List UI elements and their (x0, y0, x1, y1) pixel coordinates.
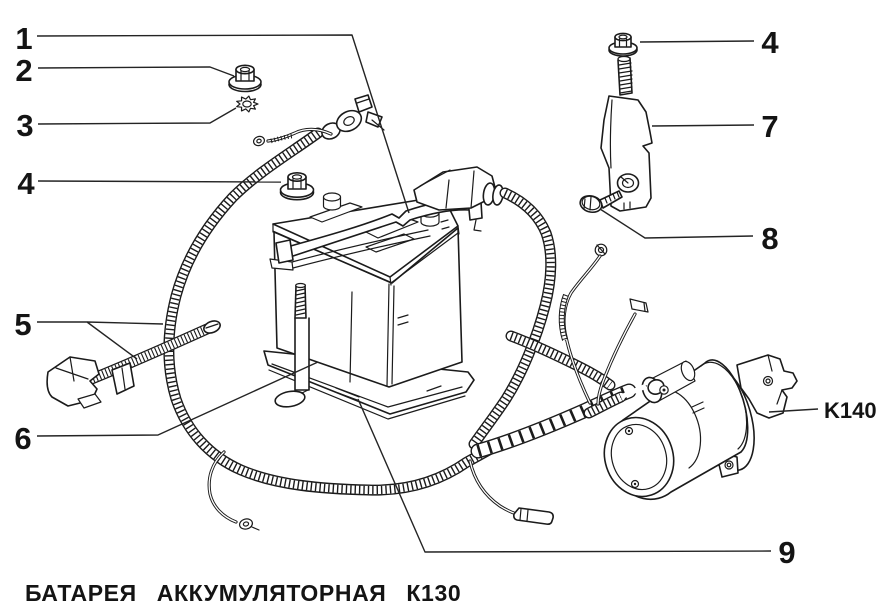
control-wires-drawing (562, 243, 649, 406)
battery-post-left (322, 192, 342, 211)
callout-leader-lines (36, 34, 819, 553)
clamp-pigtail-wire (253, 127, 333, 147)
callout-9-label: 9 (778, 535, 795, 570)
callout-4-left-label: 4 (17, 166, 35, 201)
nut-4-right-drawing (608, 32, 638, 57)
callout-5-label: 5 (14, 307, 31, 342)
k140-reference-label: K140 (824, 398, 877, 423)
hold-down-bolt-drawing (274, 282, 310, 408)
bracket-drawing (600, 95, 653, 212)
bolt-8-drawing (579, 190, 623, 214)
ground-strap-drawing (46, 320, 221, 409)
pigtail-wire-drawing (207, 450, 554, 531)
terminal-boot-drawing (413, 166, 504, 211)
harness-wrap-drawing (478, 379, 669, 451)
nut-4-left-drawing (279, 172, 315, 201)
callout-6-label: 6 (14, 421, 31, 456)
star-washer-drawing (236, 95, 259, 113)
starter-motor-drawing (603, 354, 798, 501)
figure-caption: БАТАРЕЯ АККУМУЛЯТОРНАЯ К130 (25, 580, 461, 606)
callout-8-label: 8 (761, 221, 778, 256)
callout-1-label: 1 (15, 21, 32, 56)
stud-bolt-drawing (617, 55, 633, 96)
callout-4-right-label: 4 (761, 25, 779, 60)
callout-3-label: 3 (16, 108, 33, 143)
nut-2-drawing (228, 64, 262, 93)
negative-terminal-clamp-drawing (253, 94, 385, 147)
callout-7-label: 7 (761, 109, 778, 144)
callout-2-label: 2 (15, 53, 32, 88)
